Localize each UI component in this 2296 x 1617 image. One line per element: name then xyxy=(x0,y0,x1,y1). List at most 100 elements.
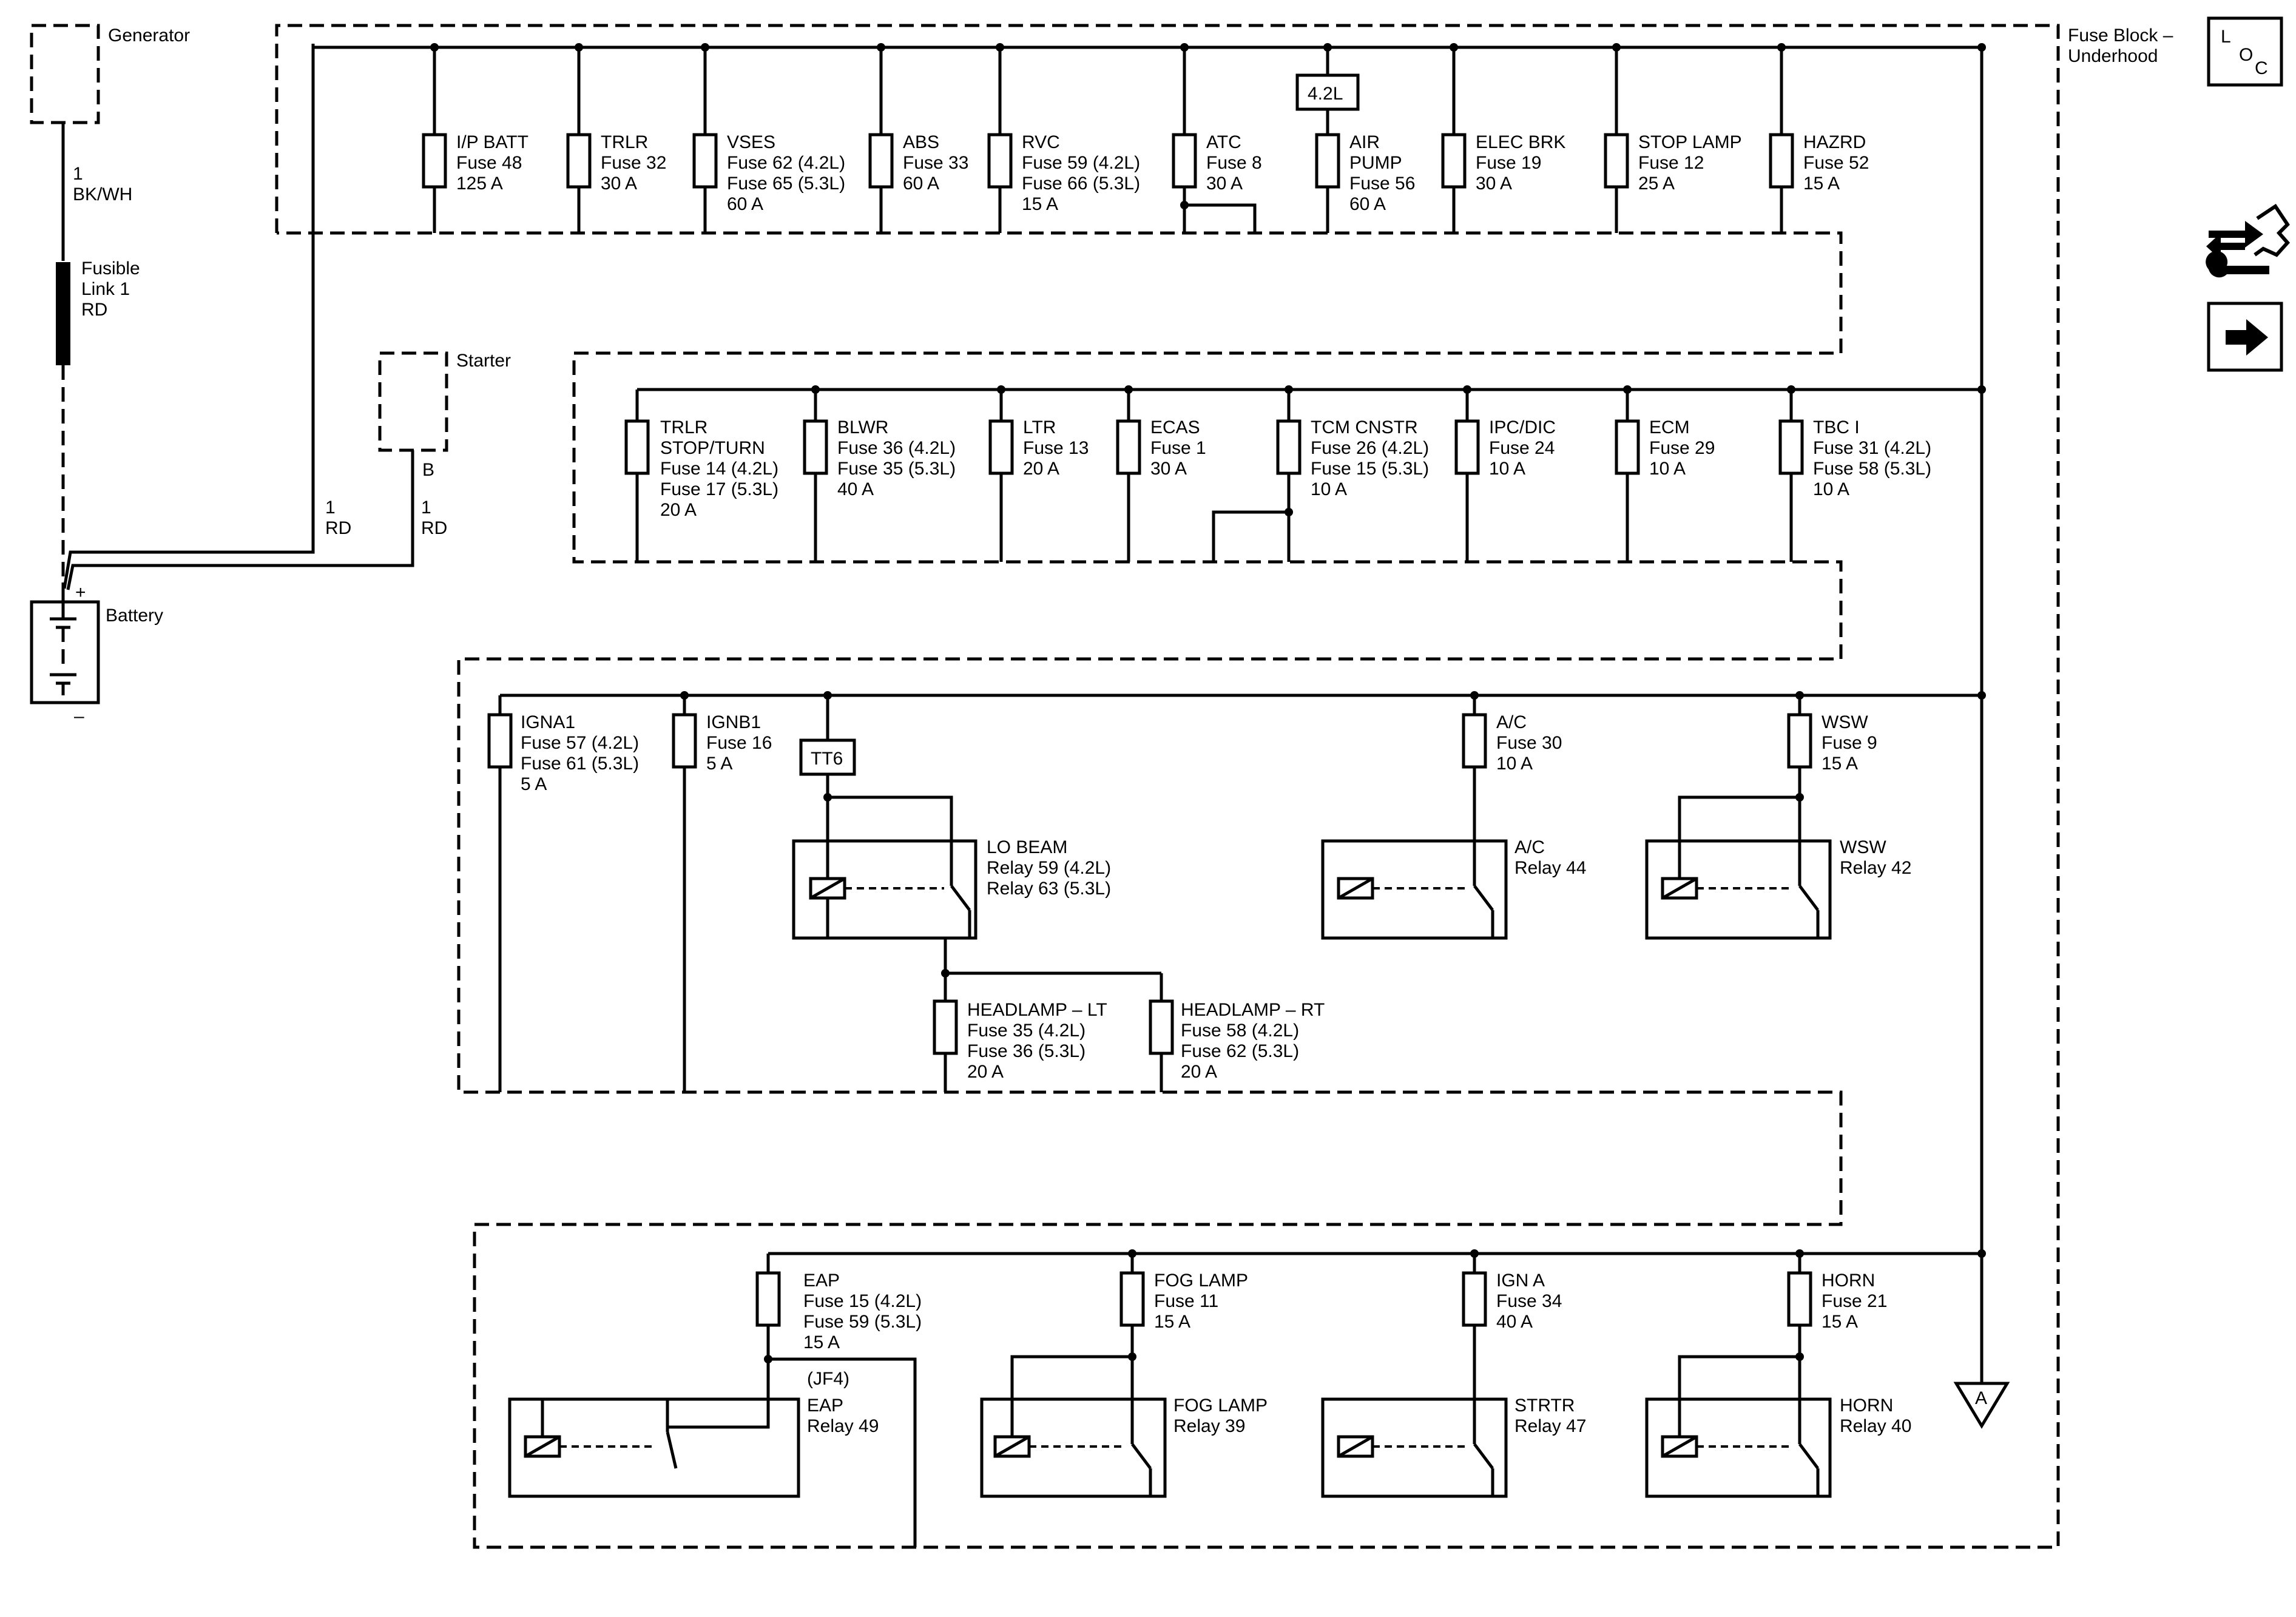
svg-text:Fuse 26 (4.2L): Fuse 26 (4.2L) xyxy=(1311,438,1429,458)
svg-text:Fuse 34: Fuse 34 xyxy=(1496,1291,1562,1311)
svg-text:Fuse 36 (4.2L): Fuse 36 (4.2L) xyxy=(837,438,956,458)
svg-text:Fuse 52: Fuse 52 xyxy=(1803,153,1869,173)
svg-text:Fuse 15 (5.3L): Fuse 15 (5.3L) xyxy=(1311,459,1429,479)
row2-fuses: TRLR STOP/TURN Fuse 14 (4.2L) Fuse 17 (5… xyxy=(624,385,1986,562)
fuse-ipc-dic: IPC/DIC Fuse 24 10 A xyxy=(1454,390,1556,562)
svg-text:20 A: 20 A xyxy=(1023,459,1059,479)
svg-text:20 A: 20 A xyxy=(660,500,697,520)
wsw-circuit: WSW Fuse 9 15 A WSW Relay 42 xyxy=(1645,695,1911,940)
fuse-igna1: IGNA1 Fuse 57 (4.2L) Fuse 61 (5.3L) 5 A xyxy=(487,695,639,1092)
tt6-label: TT6 xyxy=(811,749,843,769)
svg-text:Fuse 31 (4.2L): Fuse 31 (4.2L) xyxy=(1813,438,1931,458)
svg-text:Underhood: Underhood xyxy=(2068,46,2158,66)
relay-lo-beam: LO BEAM Relay 59 (4.2L) Relay 63 (5.3L) xyxy=(792,837,1111,940)
fuse-trlr-stop-turn: TRLR STOP/TURN Fuse 14 (4.2L) Fuse 17 (5… xyxy=(624,390,778,562)
svg-text:IPC/DIC: IPC/DIC xyxy=(1489,417,1556,437)
fuse-atc: ATC Fuse 8 30 A xyxy=(1172,47,1262,233)
svg-text:Link 1: Link 1 xyxy=(81,279,130,299)
svg-text:Fuse 56: Fuse 56 xyxy=(1349,174,1415,194)
svg-text:Fuse 15 (4.2L): Fuse 15 (4.2L) xyxy=(803,1291,922,1311)
relay-strtr: STRTR Relay 47 xyxy=(1321,1396,1586,1498)
svg-text:ECAS: ECAS xyxy=(1150,417,1200,437)
svg-text:HEADLAMP – LT: HEADLAMP – LT xyxy=(967,1000,1107,1020)
svg-text:LTR: LTR xyxy=(1023,417,1056,437)
svg-text:Fuse 13: Fuse 13 xyxy=(1023,438,1089,458)
svg-text:Fuse Block –: Fuse Block – xyxy=(2068,25,2173,46)
svg-text:IGN A: IGN A xyxy=(1496,1271,1545,1291)
svg-text:ATC: ATC xyxy=(1206,132,1241,152)
fuse-elec-brk: ELEC BRK Fuse 19 30 A xyxy=(1441,47,1565,233)
svg-text:A: A xyxy=(1975,1388,1987,1408)
service-info-icon[interactable] xyxy=(2206,203,2291,278)
svg-text:30 A: 30 A xyxy=(1206,174,1243,194)
svg-text:O: O xyxy=(2239,45,2253,65)
svg-text:1: 1 xyxy=(325,498,336,518)
svg-text:1: 1 xyxy=(421,498,431,518)
svg-text:Fuse 32: Fuse 32 xyxy=(601,153,666,173)
svg-text:TRLR: TRLR xyxy=(660,417,707,437)
svg-text:40 A: 40 A xyxy=(1496,1312,1533,1332)
lo-beam-circuit: TT6 LO BEAM Relay 59 (4.2L) Relay 63 (5.… xyxy=(792,695,1161,977)
fuse-headlamp-lt: HEADLAMP – LT Fuse 35 (4.2L) Fuse 36 (5.… xyxy=(933,973,1107,1092)
svg-text:20 A: 20 A xyxy=(967,1062,1004,1082)
svg-text:RVC: RVC xyxy=(1022,132,1060,152)
relay-wsw: WSW Relay 42 xyxy=(1645,837,1911,940)
fog-lamp-circuit: FOG LAMP Fuse 11 15 A FOG LAMP Relay 39 xyxy=(980,1254,1268,1498)
svg-text:TRLR: TRLR xyxy=(601,132,648,152)
svg-text:ELEC BRK: ELEC BRK xyxy=(1476,132,1565,152)
svg-text:Relay 44: Relay 44 xyxy=(1514,858,1586,878)
svg-text:BLWR: BLWR xyxy=(837,417,888,437)
svg-text:IGNB1: IGNB1 xyxy=(706,712,761,732)
fuse-abs: ABS Fuse 33 60 A xyxy=(868,47,968,233)
svg-text:Relay 40: Relay 40 xyxy=(1840,1416,1911,1436)
svg-text:Fuse 11: Fuse 11 xyxy=(1154,1291,1218,1311)
svg-text:VSES: VSES xyxy=(727,132,775,152)
svg-text:30 A: 30 A xyxy=(1476,174,1512,194)
svg-text:HEADLAMP – RT: HEADLAMP – RT xyxy=(1181,1000,1325,1020)
svg-text:Fuse 9: Fuse 9 xyxy=(1822,733,1877,753)
relay-eap: EAP Relay 49 xyxy=(508,1359,879,1498)
svg-text:HAZRD: HAZRD xyxy=(1803,132,1866,152)
svg-text:AIR: AIR xyxy=(1349,132,1380,152)
svg-text:10 A: 10 A xyxy=(1489,459,1525,479)
main-bus: A xyxy=(313,46,2010,1429)
svg-text:I/P BATT: I/P BATT xyxy=(456,132,528,152)
svg-text:RD: RD xyxy=(81,300,107,320)
svg-text:Fuse 48: Fuse 48 xyxy=(456,153,522,173)
starter: Starter B 1 RD xyxy=(66,351,511,590)
svg-text:FOG LAMP: FOG LAMP xyxy=(1154,1271,1248,1291)
relay-horn: HORN Relay 40 xyxy=(1645,1396,1911,1498)
row3-circuits: IGNA1 Fuse 57 (4.2L) Fuse 61 (5.3L) 5 A … xyxy=(487,691,1986,1092)
svg-text:10 A: 10 A xyxy=(1496,754,1533,774)
svg-text:125 A: 125 A xyxy=(456,174,503,194)
svg-text:B: B xyxy=(422,460,434,480)
svg-text:FOG LAMP: FOG LAMP xyxy=(1173,1396,1268,1416)
svg-text:Fuse 59 (5.3L): Fuse 59 (5.3L) xyxy=(803,1312,922,1332)
next-page-arrow-icon[interactable] xyxy=(2207,302,2283,372)
svg-text:Fuse 1: Fuse 1 xyxy=(1150,438,1206,458)
svg-text:ECM: ECM xyxy=(1649,417,1690,437)
svg-text:LO BEAM: LO BEAM xyxy=(987,837,1067,857)
jf4-splice-label: (JF4) xyxy=(807,1369,849,1389)
ign-a-circuit: IGN A Fuse 34 40 A STRTR Relay 47 xyxy=(1321,1254,1586,1498)
battery: + Battery – xyxy=(30,582,163,726)
relay-fog-lamp: FOG LAMP Relay 39 xyxy=(980,1396,1268,1498)
fuse-ip-batt: I/P BATT Fuse 48 125 A xyxy=(422,47,528,233)
svg-text:Fuse 8: Fuse 8 xyxy=(1206,153,1262,173)
svg-text:25 A: 25 A xyxy=(1638,174,1675,194)
eap-circuit: EAP Fuse 15 (4.2L) Fuse 59 (5.3L) 15 A (… xyxy=(508,1254,922,1547)
svg-text:Fuse 66 (5.3L): Fuse 66 (5.3L) xyxy=(1022,174,1140,194)
row4-circuits: EAP Fuse 15 (4.2L) Fuse 59 (5.3L) 15 A (… xyxy=(508,1249,1986,1547)
fuse-ignb1: IGNB1 Fuse 16 5 A xyxy=(672,695,772,1092)
svg-text:ABS: ABS xyxy=(903,132,939,152)
generator: Generator 1 BK/WH xyxy=(30,24,190,261)
svg-text:Fuse 19: Fuse 19 xyxy=(1476,153,1541,173)
svg-text:15 A: 15 A xyxy=(1154,1312,1190,1332)
fuse-vses: VSES Fuse 62 (4.2L) Fuse 65 (5.3L) 60 A xyxy=(692,47,845,233)
svg-text:Fuse 65 (5.3L): Fuse 65 (5.3L) xyxy=(727,174,845,194)
loc-icon[interactable]: L O C xyxy=(2207,16,2283,87)
svg-text:Generator: Generator xyxy=(108,25,190,46)
svg-text:15 A: 15 A xyxy=(803,1332,840,1352)
fuse-stop-lamp: STOP LAMP Fuse 12 25 A xyxy=(1604,47,1742,233)
svg-text:60 A: 60 A xyxy=(903,174,939,194)
